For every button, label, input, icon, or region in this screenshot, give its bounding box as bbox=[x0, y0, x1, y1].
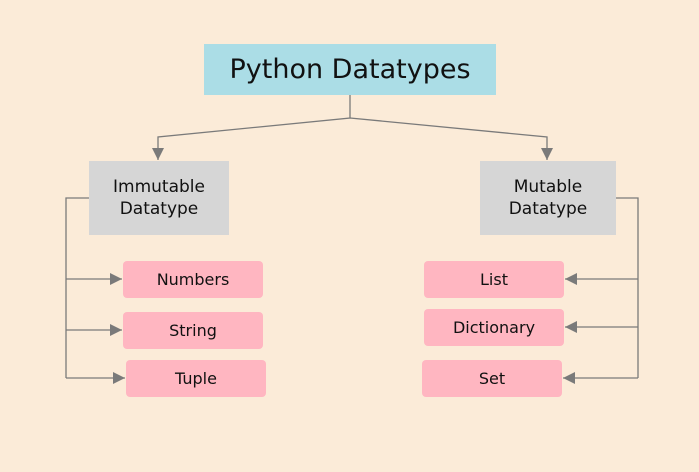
leaf-node-string: String bbox=[123, 312, 263, 349]
category-node-immutable: Immutable Datatype bbox=[89, 161, 229, 235]
leaf-node-dictionary: Dictionary bbox=[424, 309, 564, 346]
connector-root-to-immutable bbox=[152, 95, 351, 160]
leaf-node-numbers: Numbers bbox=[123, 261, 263, 298]
root-node-label: Python Datatypes bbox=[229, 54, 471, 85]
leaf-label-string: String bbox=[169, 321, 217, 340]
leaf-label-numbers: Numbers bbox=[156, 270, 230, 289]
connector-root-to-mutable bbox=[349, 117, 553, 160]
category-node-mutable: Mutable Datatype bbox=[480, 161, 616, 235]
root-node-python-datatypes: Python Datatypes bbox=[204, 44, 496, 95]
leaf-node-set: Set bbox=[422, 360, 562, 397]
category-label-mutable: Mutable Datatype bbox=[508, 177, 588, 219]
leaf-label-tuple: Tuple bbox=[175, 369, 217, 388]
leaf-node-tuple: Tuple bbox=[126, 360, 266, 397]
leaf-label-set: Set bbox=[478, 369, 506, 388]
leaf-label-dictionary: Dictionary bbox=[452, 318, 536, 337]
connector-mutable-trunk bbox=[616, 197, 639, 378]
leaf-node-list: List bbox=[424, 261, 564, 298]
connector-immutable-trunk bbox=[65, 197, 89, 378]
category-label-immutable: Immutable Datatype bbox=[113, 177, 205, 219]
leaf-label-list: List bbox=[480, 270, 508, 289]
